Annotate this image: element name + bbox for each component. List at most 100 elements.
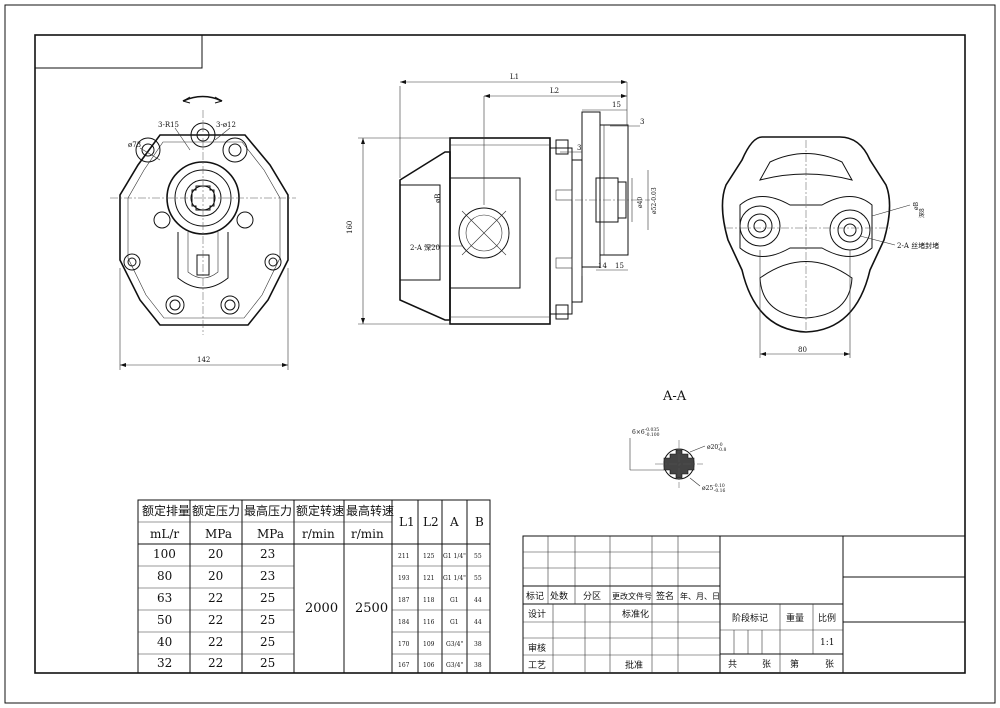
cell-a: G3/4" xyxy=(446,662,463,669)
section-spline: 6×6-0.035-0.100 xyxy=(632,427,660,438)
rear-dim-db: øB xyxy=(913,201,920,210)
dim-l2: L2 xyxy=(550,87,559,95)
cell-rated-p: 22 xyxy=(208,635,223,649)
tb-sheets: 张 xyxy=(762,659,771,670)
outer-border xyxy=(4,4,996,704)
tb-change-doc: 更改文件号 xyxy=(612,591,652,601)
tb-total: 共 xyxy=(728,659,737,670)
dim-14: 14 xyxy=(598,262,607,270)
dim-3-top: 3 xyxy=(640,118,644,126)
side-main-body xyxy=(449,137,551,325)
tb-count: 处数 xyxy=(550,590,568,602)
cell-max-p: 25 xyxy=(260,613,275,627)
spec-table-headers: 额定排量 额定压力 最高压力 额定转速 最高转速 mL/r MPa MPa r/… xyxy=(142,503,484,541)
unit-rated-speed: r/min xyxy=(302,527,335,541)
cell-rated-p: 20 xyxy=(208,547,223,561)
rated-speed-value: 2000 xyxy=(305,601,338,616)
unit-rated-pressure: MPa xyxy=(205,527,232,541)
tb-weight: 重量 xyxy=(786,612,804,624)
max-speed-value: 2500 xyxy=(355,601,388,616)
cell-b: 44 xyxy=(474,619,482,626)
hdr-rated-pressure: 额定压力 xyxy=(192,503,240,518)
cell-b: 55 xyxy=(474,553,482,560)
cell-max-p: 25 xyxy=(260,591,275,605)
cell-b: 38 xyxy=(474,662,482,669)
section-d20: ø20-0-0.8 xyxy=(707,442,726,453)
cell-a: G1 xyxy=(450,597,459,604)
cell-a: G3/4" xyxy=(446,641,463,648)
cell-disp: 50 xyxy=(157,613,172,627)
front-view xyxy=(110,95,296,370)
tb-scale-value: 1:1 xyxy=(820,638,834,648)
cell-rated-p: 22 xyxy=(208,613,223,627)
cell-l2: 109 xyxy=(423,641,435,648)
hdr-rated-speed: 额定转速 xyxy=(296,503,344,518)
cell-disp: 63 xyxy=(157,591,172,605)
port-a-circle xyxy=(458,207,510,259)
cell-max-p: 25 xyxy=(260,635,275,649)
dim-3-mid: 3 xyxy=(577,144,581,152)
table-row: 40 22 25 170 109 G3/4" 38 xyxy=(157,635,482,649)
hdr-l1: L1 xyxy=(399,515,415,529)
cell-disp: 80 xyxy=(157,569,172,583)
cell-a: G1 xyxy=(450,619,459,626)
cell-l1: 187 xyxy=(398,597,410,604)
label-plug: 2-A 丝堵封堵 xyxy=(897,241,939,250)
dim-d52: ø52-0.03 xyxy=(651,187,658,214)
dim-15-top: 15 xyxy=(612,101,621,109)
rear-dim-depth: 深8 xyxy=(918,208,926,218)
table-row: 80 20 23 193 121 G1 1/4" 55 xyxy=(157,569,482,583)
rear-port-right xyxy=(829,209,871,251)
rear-port-left xyxy=(739,205,781,247)
cell-max-p: 25 xyxy=(260,656,275,670)
front-body-outline xyxy=(119,134,289,326)
code-box xyxy=(34,34,203,69)
cell-rated-p: 22 xyxy=(208,591,223,605)
dim-height: 160 xyxy=(346,221,354,234)
cell-disp: 32 xyxy=(157,656,172,670)
side-port-boss xyxy=(449,177,521,289)
dim-l1: L1 xyxy=(510,73,519,81)
section-title: A-A xyxy=(662,389,687,404)
drawing-frame xyxy=(34,34,966,674)
spec-table-rows: 100 20 23 211 125 G1 1/4" 55 80 20 23 19… xyxy=(153,547,482,670)
tb-stage: 阶段标记 xyxy=(732,612,768,624)
hdr-a: A xyxy=(449,515,459,529)
unit-displacement: mL/r xyxy=(150,527,179,541)
title-block-labels: 标记 处数 分区 更改文件号 签名 年、月、日 设计 标准化 审核 工艺 批准 … xyxy=(526,590,836,671)
hdr-l2: L2 xyxy=(423,515,439,529)
unit-max-speed: r/min xyxy=(351,527,384,541)
cell-a: G1 1/4" xyxy=(443,553,466,560)
dim-d40: ø40 xyxy=(637,197,644,208)
tb-sign: 签名 xyxy=(656,590,674,602)
unit-max-pressure: MPa xyxy=(257,527,284,541)
cell-l2: 125 xyxy=(423,553,435,560)
cell-rated-p: 20 xyxy=(208,569,223,583)
cell-b: 38 xyxy=(474,641,482,648)
tb-design: 设计 xyxy=(528,608,546,620)
hdr-b: B xyxy=(475,515,484,529)
cell-l2: 106 xyxy=(423,662,435,669)
cell-b: 55 xyxy=(474,575,482,582)
table-row: 63 22 25 187 118 G1 44 xyxy=(157,591,482,605)
table-row: 50 22 25 184 116 G1 44 xyxy=(157,613,482,627)
tb-review: 审核 xyxy=(528,642,546,654)
tb-process: 工艺 xyxy=(528,660,546,671)
cell-l1: 170 xyxy=(398,641,410,648)
title-block-grid xyxy=(522,535,966,674)
cell-l2: 118 xyxy=(423,597,435,604)
cell-max-p: 23 xyxy=(260,547,275,561)
cell-b: 44 xyxy=(474,597,482,604)
hdr-max-speed: 最高转速 xyxy=(346,503,394,518)
table-row: 32 22 25 167 106 G3/4" 38 xyxy=(157,656,482,670)
spec-table-grid xyxy=(137,499,491,674)
hdr-displacement: 额定排量 xyxy=(142,503,190,518)
section-d25: ø25-0.10-0.16 xyxy=(702,483,725,494)
rear-body-outline xyxy=(721,136,891,333)
cell-l1: 184 xyxy=(398,619,410,626)
cell-disp: 40 xyxy=(157,635,172,649)
rear-view xyxy=(721,136,911,358)
cell-l1: 193 xyxy=(398,575,410,582)
tb-date: 年、月、日 xyxy=(680,591,720,601)
